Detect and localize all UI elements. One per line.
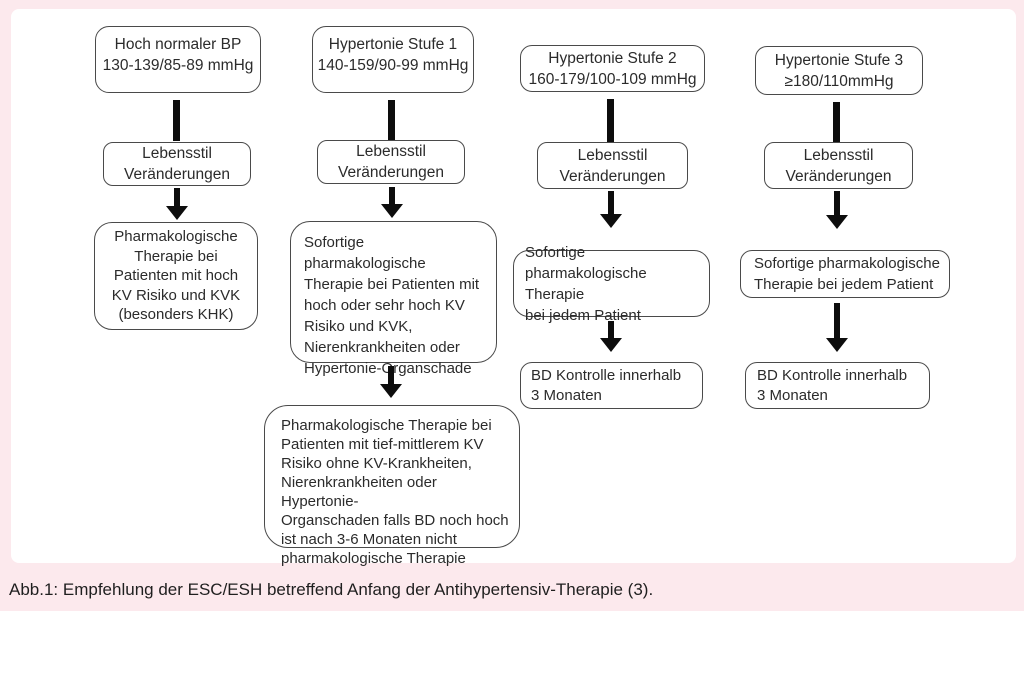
bp-category-label: Hypertonie Stufe 3 ≥180/110mmHg [774, 51, 904, 90]
therapy-box: Sofortige pharmakologische Therapie bei … [740, 250, 950, 298]
bp-category-box: Hoch normaler BP 130-139/85-89 mmHg [95, 26, 261, 93]
bp-category-box: Hypertonie Stufe 2 160-179/100-109 mmHg [520, 45, 705, 92]
arrow-down-icon [600, 338, 622, 352]
lifestyle-label: Lebensstil Veränderungen [337, 143, 444, 181]
bp-category-box: Hypertonie Stufe 1 140-159/90-99 mmHg [312, 26, 474, 93]
therapy-box: Sofortige pharmakologische Therapie bei … [513, 244, 710, 324]
followup-label: Pharmakologische Therapie bei Patienten … [281, 417, 509, 567]
arrow-down-icon [380, 384, 402, 398]
arrow-down-icon [166, 206, 188, 220]
flow-connector [388, 100, 395, 140]
flow-connector [173, 100, 180, 141]
bp-category-box: Hypertonie Stufe 3 ≥180/110mmHg [755, 46, 923, 95]
flow-arrow-shaft [834, 191, 840, 216]
lifestyle-box: Lebensstil Veränderungen [103, 142, 251, 186]
arrow-down-icon [826, 338, 848, 352]
flow-arrow-shaft [608, 191, 614, 215]
therapy-label: Sofortige pharmakologische Therapie bei … [525, 243, 647, 324]
flow-arrow-shaft [608, 321, 614, 339]
lifestyle-box: Lebensstil Veränderungen [764, 142, 913, 189]
lifestyle-box: Lebensstil Veränderungen [317, 140, 465, 184]
bp-category-label: Hypertonie Stufe 2 160-179/100-109 mmHg [528, 49, 697, 88]
flow-arrow-shaft [834, 303, 840, 339]
therapy-box: Pharmakologische Therapie bei Patienten … [94, 222, 258, 330]
figure-caption: Abb.1: Empfehlung der ESC/ESH betreffend… [9, 580, 654, 599]
bp-category-label: Hypertonie Stufe 1 140-159/90-99 mmHg [317, 36, 469, 74]
flow-connector [833, 102, 840, 142]
lifestyle-label: Lebensstil Veränderungen [559, 146, 666, 185]
arrow-down-icon [381, 204, 403, 218]
arrow-down-icon [826, 215, 848, 229]
flow-arrow-shaft [389, 187, 395, 205]
followup-label: BD Kontrolle innerhalb 3 Monaten [757, 367, 908, 404]
followup-box: Pharmakologische Therapie bei Patienten … [264, 405, 520, 567]
therapy-box: Sofortige pharmakologische Therapie bei … [290, 221, 497, 377]
followup-box: BD Kontrolle innerhalb 3 Monaten [520, 362, 703, 409]
flow-connector [607, 99, 614, 142]
therapy-label: Sofortige pharmakologische Therapie bei … [304, 234, 480, 377]
flow-arrow-shaft [388, 366, 394, 385]
arrow-down-icon [600, 214, 622, 228]
flow-arrow-shaft [174, 188, 180, 207]
bp-category-label: Hoch normaler BP 130-139/85-89 mmHg [102, 36, 254, 74]
therapy-label: Sofortige pharmakologische Therapie bei … [754, 255, 940, 293]
followup-box: BD Kontrolle innerhalb 3 Monaten [745, 362, 930, 409]
therapy-label: Pharmakologische Therapie bei Patienten … [111, 228, 241, 324]
lifestyle-label: Lebensstil Veränderungen [123, 145, 230, 183]
followup-label: BD Kontrolle innerhalb 3 Monaten [531, 367, 682, 404]
lifestyle-box: Lebensstil Veränderungen [537, 142, 688, 189]
lifestyle-label: Lebensstil Veränderungen [785, 146, 892, 185]
